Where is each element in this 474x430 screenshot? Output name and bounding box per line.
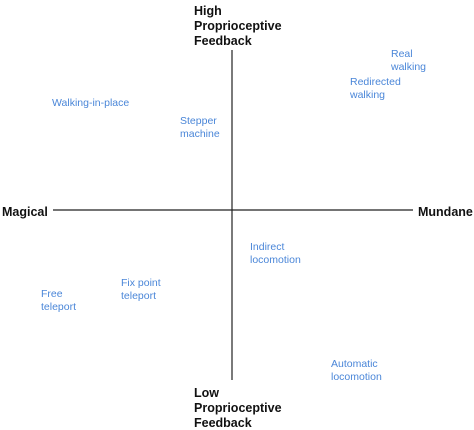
item-line: walking — [391, 60, 427, 73]
item-line: locomotion — [331, 370, 382, 383]
item-line: Free — [41, 288, 63, 300]
item-line: machine — [180, 127, 220, 140]
axis-label-right: Mundane — [418, 205, 473, 219]
item-line: teleport — [121, 289, 157, 302]
axis-label-bottom-line: Feedback — [194, 416, 252, 430]
axis-label-top-line: Proprioceptive — [194, 19, 282, 33]
item-line: Automatic — [331, 358, 378, 370]
axis-label-bottom-line: Low — [194, 386, 219, 400]
item-line: Indirect — [250, 241, 285, 253]
axis-label-left: Magical — [2, 205, 48, 219]
item-walking-in-place: Walking-in-place — [52, 97, 129, 110]
item-stepper-machine: Stepper machine — [180, 115, 220, 140]
item-line: teleport — [41, 300, 77, 313]
item-line: locomotion — [250, 253, 301, 266]
axis-label-bottom: Low Proprioceptive Feedback — [194, 386, 282, 430]
item-fix-point-teleport: Fix point teleport — [121, 277, 161, 302]
axis-label-top-line: Feedback — [194, 34, 252, 48]
item-line: Stepper — [180, 115, 217, 127]
axis-label-top: High Proprioceptive Feedback — [194, 4, 282, 49]
item-free-teleport: Free teleport — [41, 288, 76, 313]
item-automatic-locomotion: Automatic locomotion — [331, 358, 382, 383]
axis-label-bottom-line: Proprioceptive — [194, 401, 282, 415]
item-line: Fix point — [121, 277, 161, 289]
axis-label-top-line: High — [194, 4, 222, 18]
item-line: Real — [391, 48, 413, 60]
item-line: Walking-in-place — [52, 97, 130, 109]
item-real-walking: Real walking — [391, 48, 426, 73]
item-line: walking — [350, 88, 386, 101]
item-redirected-walking: Redirected walking — [350, 76, 401, 101]
item-line: Redirected — [350, 76, 401, 88]
item-indirect-locomotion: Indirect locomotion — [250, 241, 301, 266]
